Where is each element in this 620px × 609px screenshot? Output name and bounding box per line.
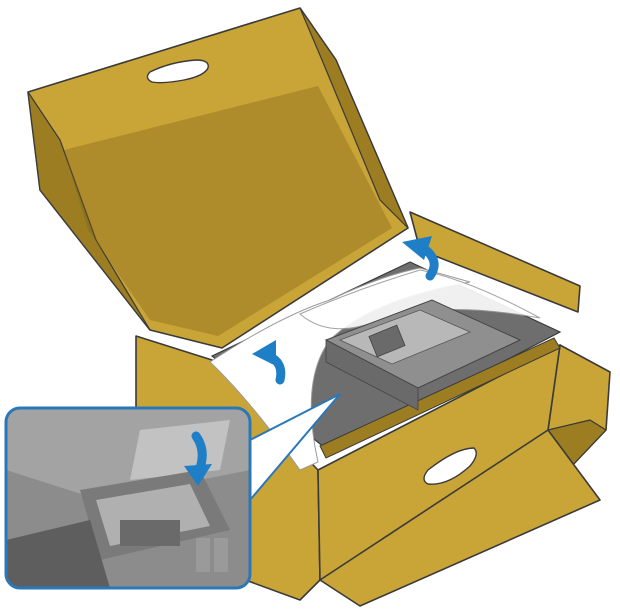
lid-handle-hole: [146, 59, 209, 84]
lift-arrow-up: [402, 236, 439, 281]
lift-arrow-left: [252, 340, 286, 385]
monitor-stand-mount: [324, 299, 522, 411]
press-arrow-down: [184, 431, 212, 486]
base-handle-hole: [423, 447, 477, 485]
box-lid-open: [27, 7, 409, 349]
protective-sheet: [209, 267, 541, 471]
detail-callout: [4, 406, 252, 590]
